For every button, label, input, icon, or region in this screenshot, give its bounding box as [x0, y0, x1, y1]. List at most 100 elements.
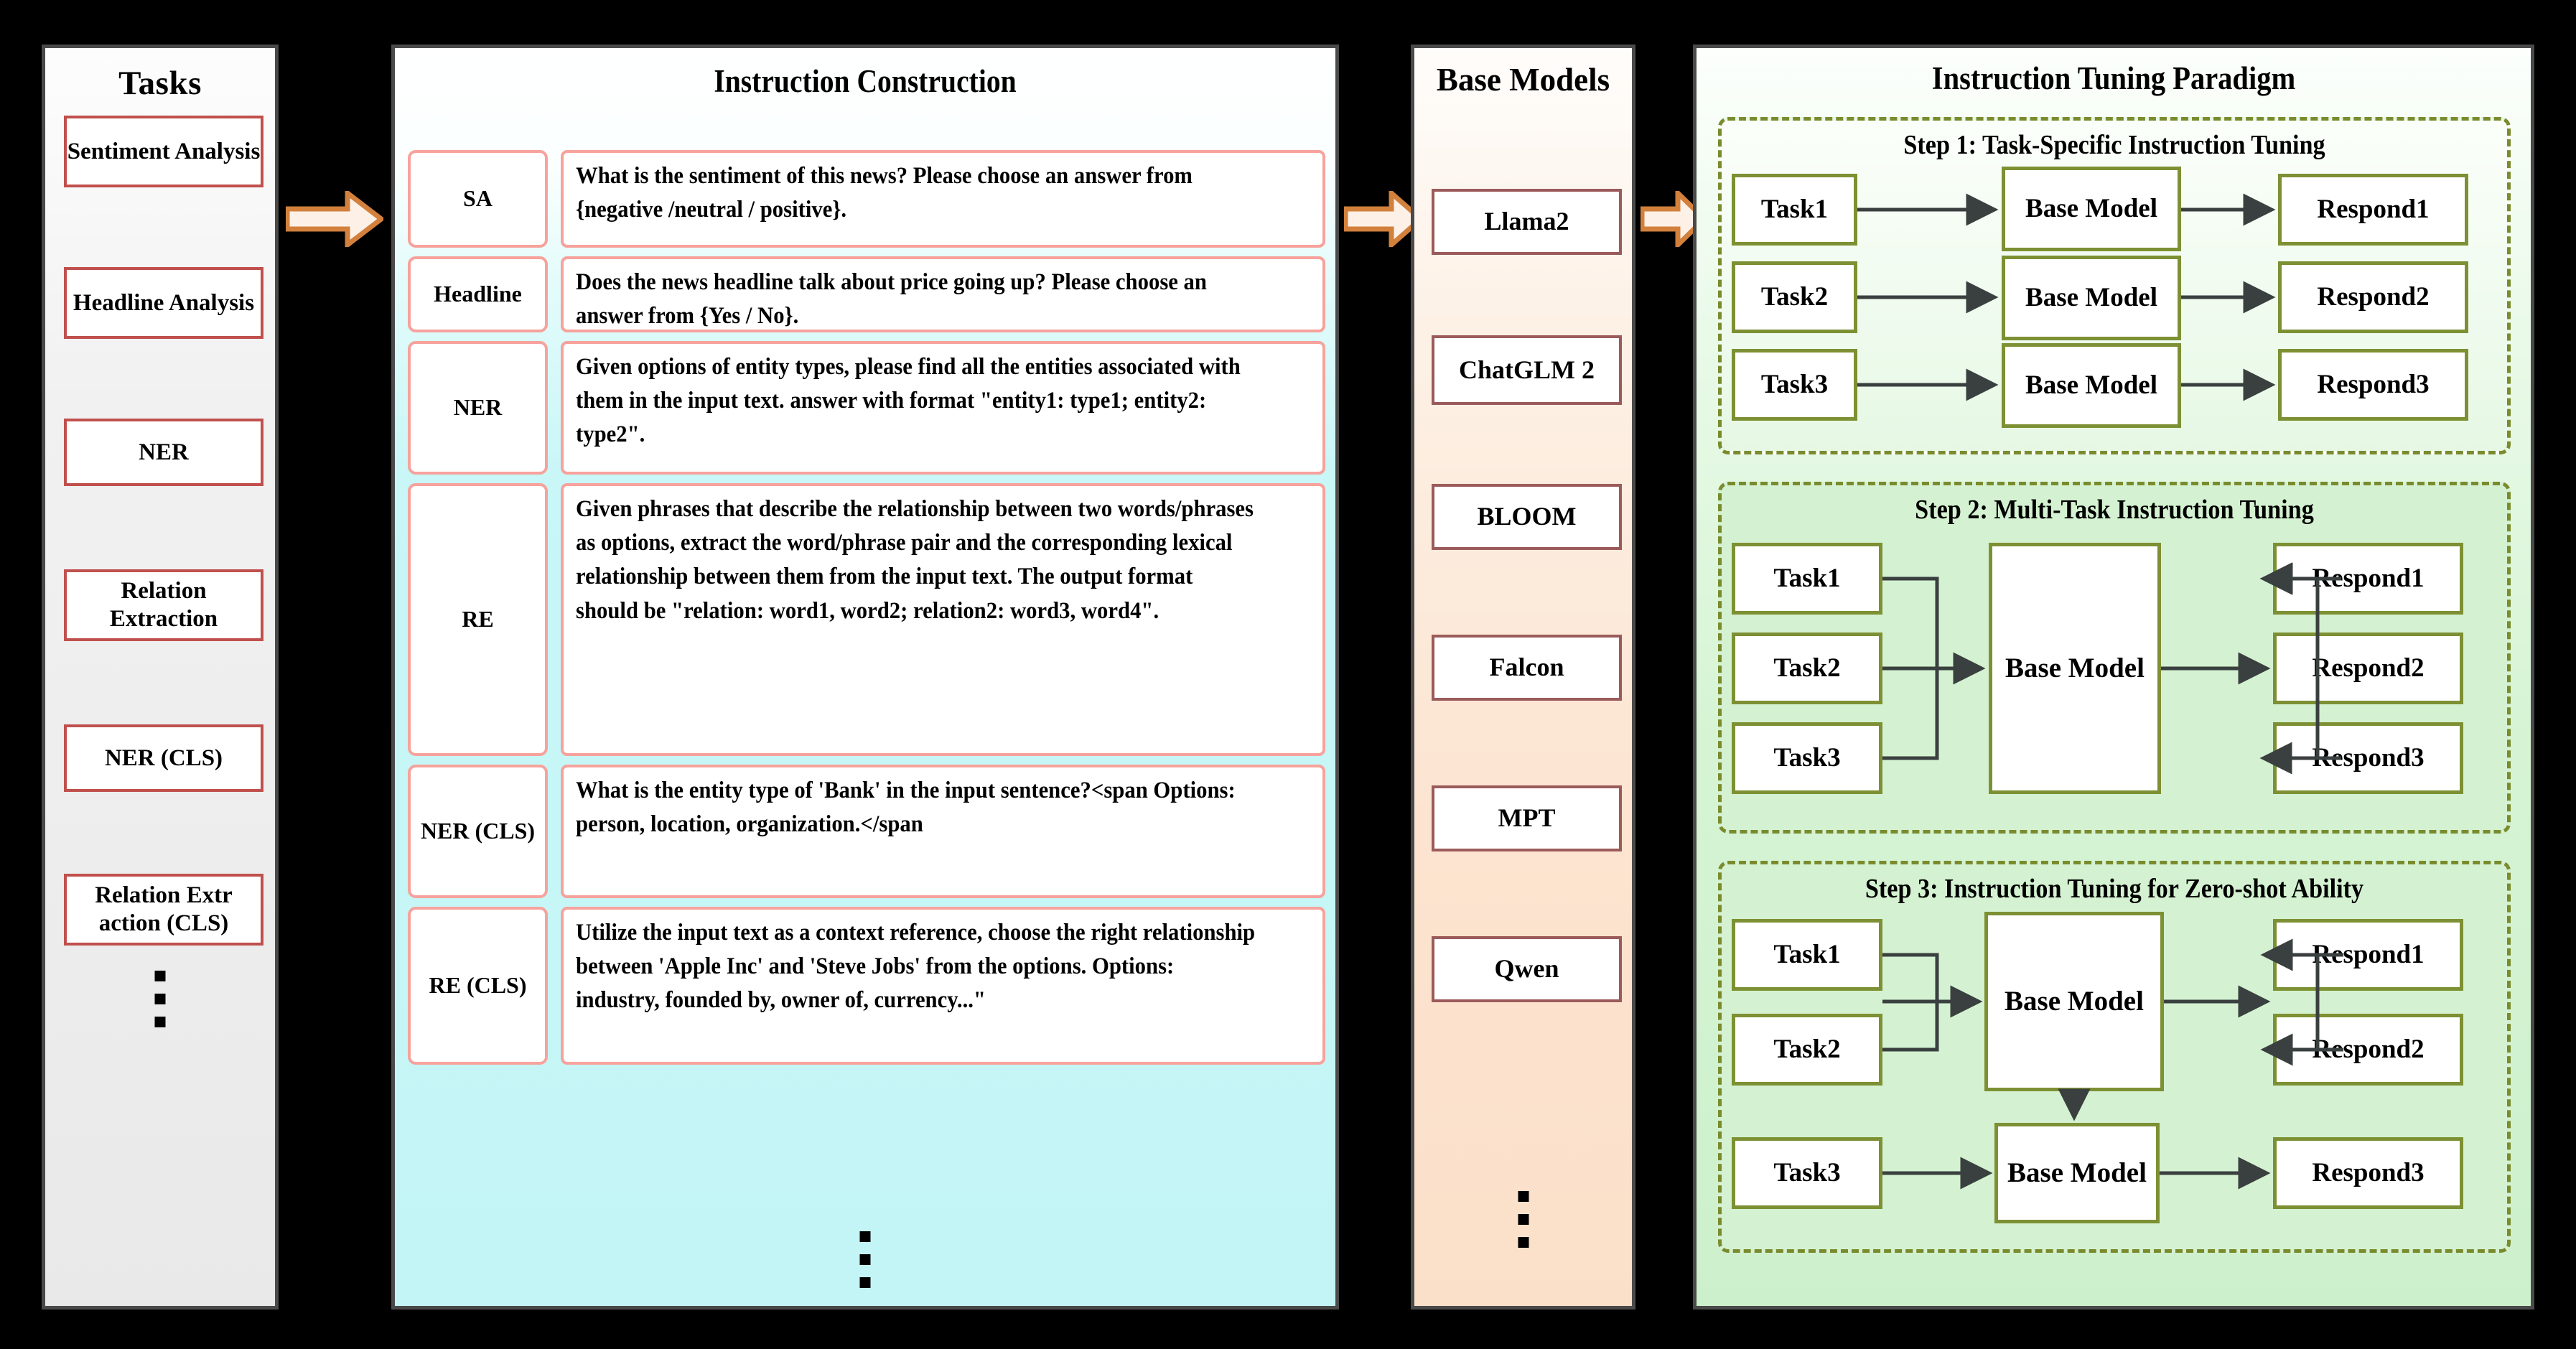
task-item-label: NER [139, 439, 189, 465]
step-2-container: Step 2: Multi-Task Instruction Tuning Ta… [1718, 482, 2511, 834]
flow-arrow-base-models-to-paradigm [1639, 187, 1709, 251]
step1-task2-box[interactable]: Task2 [1732, 261, 1857, 333]
flow-arrow-tasks-to-instruction [284, 187, 386, 251]
box-label: Respond3 [2317, 370, 2430, 400]
step1-respond2-box[interactable]: Respond2 [2278, 261, 2468, 333]
task-item-sentiment-analysis[interactable]: Sentiment Analysis [64, 116, 263, 187]
step3-task2-box[interactable]: Task2 [1732, 1014, 1882, 1086]
step1-respond3-box[interactable]: Respond3 [2278, 349, 2468, 421]
box-label: Respond3 [2312, 743, 2425, 773]
task-item-ner-cls[interactable]: NER (CLS) [64, 724, 263, 792]
instruction-label-re-cls[interactable]: RE (CLS) [408, 907, 548, 1065]
flow-arrow-instruction-to-base-models [1343, 187, 1425, 251]
instruction-tuning-paradigm-panel: Instruction Tuning Paradigm Step 1: Task… [1693, 45, 2534, 1310]
step2-task1-box[interactable]: Task1 [1732, 543, 1882, 615]
box-label: Respond2 [2312, 1035, 2425, 1065]
step3-task1-box[interactable]: Task1 [1732, 919, 1882, 991]
task-item-label: Relation Extraction [109, 578, 218, 632]
instruction-label-ner-cls[interactable]: NER (CLS) [408, 765, 548, 898]
task-item-ner[interactable]: NER [64, 419, 263, 486]
step1-base-model1-box[interactable]: Base Model [2002, 167, 2181, 251]
step-1-container: Step 1: Task-Specific Instruction Tuning… [1718, 117, 2511, 454]
task-item-headline-analysis[interactable]: Headline Analysis [64, 267, 263, 339]
instruction-label-headline[interactable]: Headline [408, 256, 548, 332]
box-label: Task2 [1773, 653, 1841, 683]
instruction-text-re: Given phrases that describe the relation… [561, 483, 1325, 756]
base-model-label: MPT [1498, 803, 1556, 833]
box-label: Task3 [1760, 370, 1829, 400]
box-label: Base Model [2025, 283, 2157, 313]
instruction-label-text: NER (CLS) [420, 818, 536, 844]
instruction-row-re: RE Given phrases that describe the relat… [408, 483, 1325, 756]
instruction-ellipsis-icon [859, 1231, 871, 1288]
base-model-label: Falcon [1489, 653, 1564, 682]
box-label: Task1 [1773, 940, 1841, 970]
base-model-item-bloom[interactable]: BLOOM [1432, 484, 1622, 550]
step2-respond2-box[interactable]: Respond2 [2273, 633, 2463, 704]
box-label: Base Model [2025, 194, 2157, 224]
task-item-label: Sentiment Analysis [67, 138, 261, 164]
step3-respond1-box[interactable]: Respond1 [2273, 919, 2463, 991]
step-1-title: Step 1: Task-Specific Instruction Tuning [1903, 130, 2325, 160]
box-label: Respond2 [2312, 653, 2425, 683]
box-label: Task1 [1760, 195, 1829, 225]
step3-respond3-box[interactable]: Respond3 [2273, 1137, 2463, 1209]
step1-base-model2-box[interactable]: Base Model [2002, 256, 2181, 340]
base-model-label: BLOOM [1477, 502, 1577, 531]
box-label: Respond1 [2317, 195, 2430, 225]
instruction-label-ner[interactable]: NER [408, 341, 548, 475]
task-item-relation-extraction[interactable]: Relation Extraction [64, 569, 263, 641]
base-models-ellipsis-icon [1518, 1191, 1529, 1248]
base-models-panel: Base Models Llama2 ChatGLM 2 BLOOM Falco… [1411, 45, 1635, 1310]
step-3-title: Step 3: Instruction Tuning for Zero-shot… [1865, 874, 2364, 904]
step2-respond3-box[interactable]: Respond3 [2273, 722, 2463, 794]
step1-task1-box[interactable]: Task1 [1732, 174, 1857, 246]
base-model-label: Llama2 [1484, 207, 1569, 236]
task-item-label: Relation Extr action (CLS) [95, 882, 233, 936]
step-3-container: Step 3: Instruction Tuning for Zero-shot… [1718, 861, 2511, 1253]
instruction-text-headline: Does the news headline talk about price … [561, 256, 1325, 332]
task-item-relation-extraction-cls[interactable]: Relation Extr action (CLS) [64, 874, 263, 946]
box-label: Respond3 [2312, 1158, 2425, 1188]
instruction-row-headline: Headline Does the news headline talk abo… [408, 256, 1325, 332]
instruction-row-ner-cls: NER (CLS) What is the entity type of 'Ba… [408, 765, 1325, 898]
box-label: Base Model [2005, 653, 2145, 684]
step1-respond1-box[interactable]: Respond1 [2278, 174, 2468, 246]
base-model-item-qwen[interactable]: Qwen [1432, 936, 1622, 1002]
instruction-text-re-cls: Utilize the input text as a context refe… [561, 907, 1325, 1065]
base-model-item-chatglm2[interactable]: ChatGLM 2 [1432, 335, 1622, 405]
box-label: Respond2 [2317, 282, 2430, 312]
step2-base-model-box[interactable]: Base Model [1989, 543, 2161, 794]
step1-task3-box[interactable]: Task3 [1732, 349, 1857, 421]
instruction-text-ner-cls: What is the entity type of 'Bank' in the… [561, 765, 1325, 898]
step2-task3-box[interactable]: Task3 [1732, 722, 1882, 794]
instruction-label-sa[interactable]: SA [408, 150, 548, 248]
step2-respond1-box[interactable]: Respond1 [2273, 543, 2463, 615]
box-label: Respond1 [2312, 564, 2425, 594]
step-2-title: Step 2: Multi-Task Instruction Tuning [1915, 495, 2314, 525]
base-model-item-falcon[interactable]: Falcon [1432, 635, 1622, 701]
instruction-label-text: SA [463, 185, 493, 212]
step3-task3-box[interactable]: Task3 [1732, 1137, 1882, 1209]
instruction-row-ner: NER Given options of entity types, pleas… [408, 341, 1325, 475]
instruction-label-text: NER [453, 394, 503, 421]
box-label: Task3 [1773, 1158, 1841, 1188]
step3-respond2-box[interactable]: Respond2 [2273, 1014, 2463, 1086]
step1-base-model3-box[interactable]: Base Model [2002, 343, 2181, 428]
instruction-text-sa: What is the sentiment of this news? Plea… [561, 150, 1325, 248]
instruction-label-re[interactable]: RE [408, 483, 548, 756]
box-label: Task1 [1773, 564, 1841, 594]
base-model-item-mpt[interactable]: MPT [1432, 785, 1622, 851]
tasks-ellipsis-icon [154, 971, 166, 1027]
box-label: Respond1 [2312, 940, 2425, 970]
tasks-panel: Tasks Sentiment Analysis Headline Analys… [42, 45, 279, 1310]
box-label: Base Model [2007, 1157, 2147, 1189]
base-model-label: ChatGLM 2 [1459, 355, 1595, 384]
base-model-item-llama2[interactable]: Llama2 [1432, 189, 1622, 255]
instruction-label-text: RE (CLS) [429, 972, 527, 999]
step2-task2-box[interactable]: Task2 [1732, 633, 1882, 704]
box-label: Base Model [2025, 370, 2157, 401]
step3-base-model-upper-box[interactable]: Base Model [1984, 912, 2164, 1091]
step3-base-model-lower-box[interactable]: Base Model [1994, 1123, 2160, 1223]
instruction-label-text: Headline [434, 281, 522, 307]
